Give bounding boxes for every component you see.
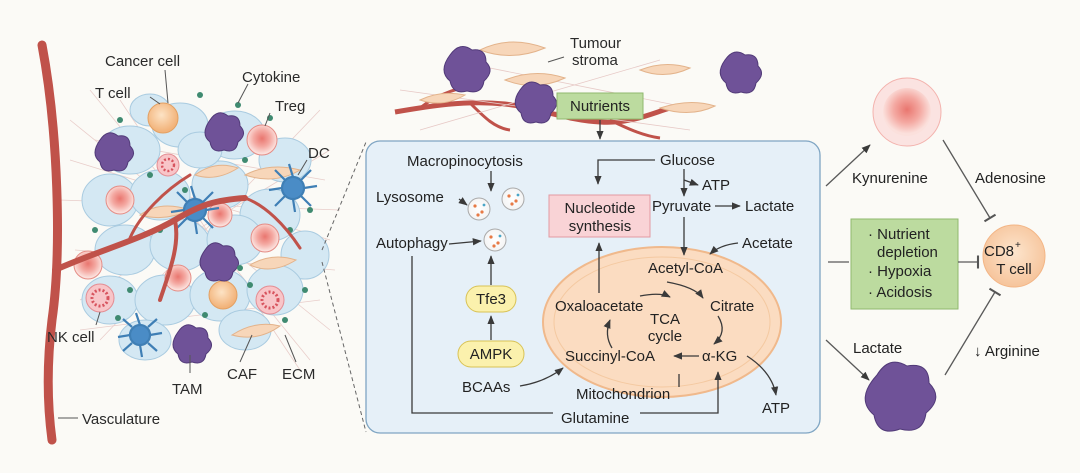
stroma-illustration bbox=[394, 41, 762, 140]
label-tca: TCA bbox=[650, 311, 680, 328]
tme-cluster bbox=[37, 40, 341, 445]
label-cd8-sup: + bbox=[1015, 240, 1021, 251]
label-nutrients: Nutrients bbox=[570, 98, 630, 115]
label-adenosine: Adenosine bbox=[975, 170, 1046, 187]
mitochondrion-shape bbox=[542, 246, 782, 398]
label-mitochondrion: Mitochondrion bbox=[576, 386, 670, 403]
label-lysosome: Lysosome bbox=[376, 189, 444, 206]
label-tumour: Tumour bbox=[570, 35, 621, 52]
tfe3-pill bbox=[465, 285, 517, 313]
label-tfe3: Tfe3 bbox=[476, 291, 506, 308]
label-stroma: stroma bbox=[572, 52, 619, 69]
label-treg: Treg bbox=[275, 98, 305, 115]
label-ecm: ECM bbox=[282, 366, 315, 383]
label-acetyl-coa: Acetyl-CoA bbox=[648, 260, 723, 277]
label-atp-top: ATP bbox=[702, 177, 730, 194]
center-arrows bbox=[411, 159, 779, 414]
label-glucose: Glucose bbox=[660, 152, 715, 169]
pink-immune-cells bbox=[73, 124, 280, 292]
label-nucleotide: Nucleotide bbox=[565, 200, 636, 217]
tme-leaders bbox=[58, 69, 308, 419]
label-dc: DC bbox=[308, 145, 330, 162]
nk-cells bbox=[85, 153, 285, 315]
label-atp-bottom: ATP bbox=[762, 400, 790, 417]
label-tam: TAM bbox=[172, 381, 203, 398]
dc-cells bbox=[117, 163, 318, 358]
lysosomes bbox=[467, 187, 525, 252]
label-ampk: AMPK bbox=[470, 346, 513, 363]
stroma-leader bbox=[547, 56, 565, 63]
nucleotide-box bbox=[548, 194, 651, 238]
label-vasculature: Vasculature bbox=[82, 411, 160, 428]
nutrients-box bbox=[556, 92, 644, 120]
label-lactate-top: Lactate bbox=[745, 198, 794, 215]
label-nk-cell: NK cell bbox=[47, 329, 95, 346]
label-glutamine: Glutamine bbox=[561, 410, 629, 427]
label-cancer-cell: Cancer cell bbox=[105, 53, 180, 70]
right-arrows bbox=[825, 139, 1002, 381]
label-macropinocytosis: Macropinocytosis bbox=[407, 153, 523, 170]
tam-cells bbox=[94, 112, 244, 364]
condition-4: · Acidosis bbox=[868, 284, 932, 301]
label-arginine: ↓ Arginine bbox=[974, 343, 1040, 360]
label-akg: α-KG bbox=[702, 348, 737, 365]
label-cytokine: Cytokine bbox=[242, 69, 300, 86]
label-citrate: Citrate bbox=[710, 298, 754, 315]
ampk-pill bbox=[457, 340, 525, 368]
label-oxaloacetate: Oxaloacetate bbox=[555, 298, 643, 315]
label-synthesis: synthesis bbox=[569, 218, 632, 235]
label-cycle: cycle bbox=[648, 328, 682, 345]
t-cells bbox=[147, 102, 238, 310]
label-lactate-right: Lactate bbox=[853, 340, 902, 357]
vasculature-vessel bbox=[37, 40, 302, 445]
zoom-lines bbox=[321, 141, 367, 433]
right-cells bbox=[864, 77, 1046, 432]
label-cd8: CD8 bbox=[984, 243, 1014, 260]
label-t-cell: T cell bbox=[95, 85, 131, 102]
label-autophagy: Autophagy bbox=[376, 235, 448, 252]
condition-1: · Nutrient bbox=[868, 226, 931, 243]
label-caf: CAF bbox=[227, 366, 257, 383]
condition-3: · Hypoxia bbox=[868, 263, 932, 280]
label-kynurenine: Kynurenine bbox=[852, 170, 928, 187]
label-acetate: Acetate bbox=[742, 235, 793, 252]
label-succinyl-coa: Succinyl-CoA bbox=[565, 348, 655, 365]
condition-2: depletion bbox=[877, 244, 938, 261]
cd8-t-cell bbox=[982, 224, 1046, 288]
label-pyruvate: Pyruvate bbox=[652, 198, 711, 215]
caf-cells bbox=[138, 164, 302, 338]
label-bcaas: BCAAs bbox=[462, 379, 510, 396]
conditions-box bbox=[850, 218, 959, 310]
label-cd8-t-cell: T cell bbox=[996, 261, 1032, 278]
tam-right bbox=[864, 361, 937, 432]
